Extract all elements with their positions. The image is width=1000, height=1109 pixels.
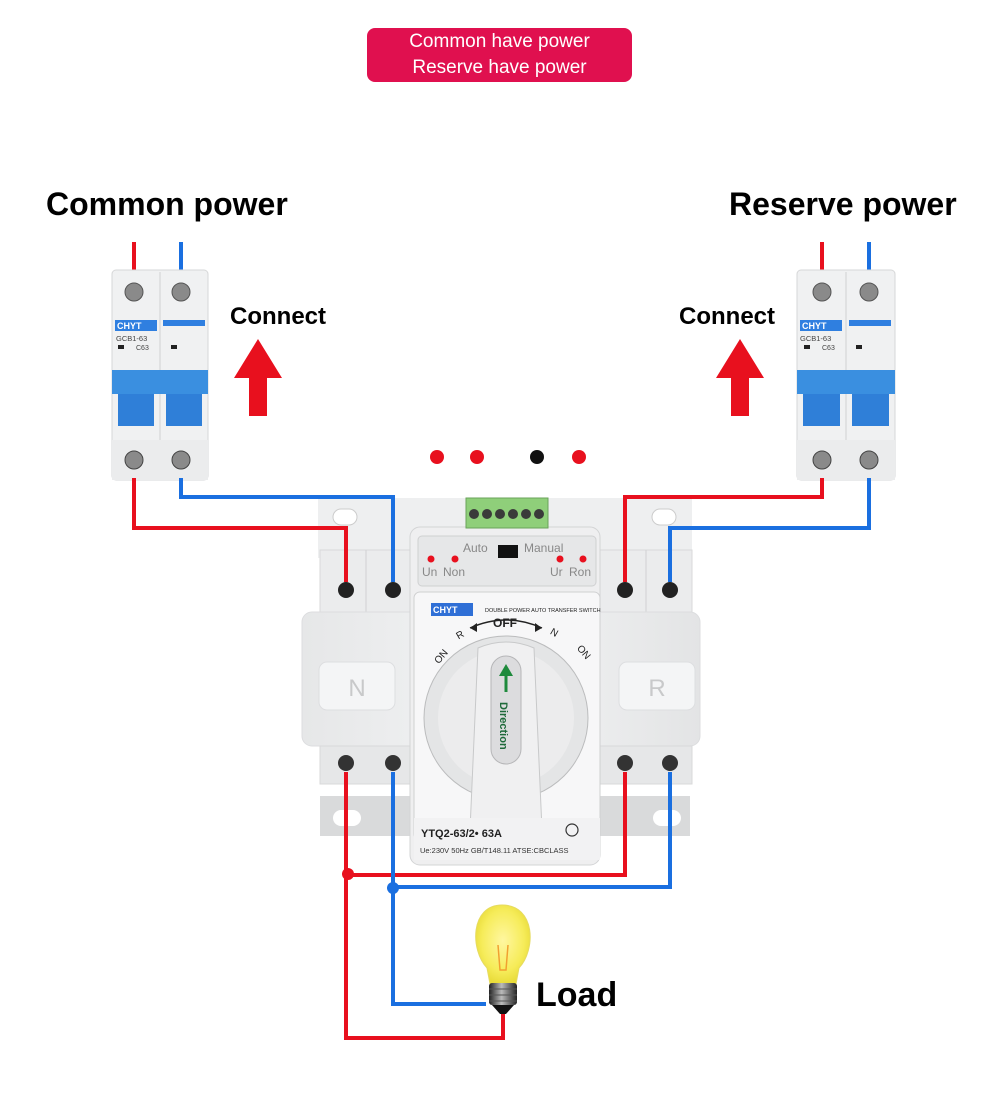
- common-breaker-model: GCB1-63: [116, 334, 147, 343]
- direction-badge: [490, 655, 522, 765]
- auto-manual-switch[interactable]: [498, 545, 518, 558]
- indicator-dot: [572, 450, 586, 464]
- reserve-wires-to-ats: [623, 478, 871, 582]
- common-input-wires: [132, 242, 183, 272]
- direction-arrow-icon: [499, 664, 513, 676]
- dial-n-label: N: [548, 627, 560, 640]
- indicator-dots: [430, 450, 586, 464]
- mode-manual-label: Manual: [524, 541, 563, 555]
- reserve-power-title: Reserve power: [729, 186, 957, 222]
- neutral-junction: [387, 882, 399, 894]
- common-power-title: Common power: [46, 186, 288, 222]
- load-label: Load: [536, 976, 618, 1014]
- direction-label: Direction: [497, 702, 509, 750]
- reserve-input-wires: [820, 242, 871, 272]
- side-label-n: N: [348, 675, 365, 702]
- reserve-breaker-rating: C63: [822, 345, 835, 352]
- ats-spec: Ue:230V 50Hz GB/T148.11 ATSE:CBCLASS: [420, 846, 569, 855]
- ats-description: DOUBLE POWER AUTO TRANSFER SWITCH: [485, 608, 601, 614]
- ccc-mark-icon: [565, 823, 579, 837]
- reserve-connect-arrow-icon: [716, 339, 764, 416]
- reserve-breaker: [796, 269, 896, 481]
- common-breaker-rating: C63: [136, 345, 149, 352]
- status-line-common: Common have power: [409, 31, 590, 52]
- mode-auto-label: Auto: [463, 541, 488, 555]
- indicator-dot: [530, 450, 544, 464]
- side-label-r: R: [648, 675, 665, 702]
- reserve-breaker-brand: CHYT: [802, 321, 827, 331]
- ats-switch-body: [301, 497, 701, 866]
- led-label-ron: Ron: [569, 565, 591, 579]
- light-bulb-icon: [475, 904, 531, 1014]
- led-label-ur: Ur: [550, 565, 563, 579]
- output-wires: [344, 772, 672, 1040]
- indicator-dot: [430, 450, 444, 464]
- ats-brand: CHYT: [433, 605, 458, 615]
- common-connect-label: Connect: [230, 303, 326, 330]
- common-breaker: [111, 269, 209, 481]
- led-label-non: Non: [443, 565, 465, 579]
- indicator-dot: [470, 450, 484, 464]
- reserve-connect-label: Connect: [679, 303, 775, 330]
- status-line-reserve: Reserve have power: [412, 57, 587, 78]
- ats-model: YTQ2-63/2• 63A: [421, 828, 502, 840]
- live-junction: [342, 868, 354, 880]
- dial-off-label: OFF: [493, 616, 517, 630]
- common-wires-to-ats: [132, 478, 395, 582]
- led-label-un: Un: [422, 565, 437, 579]
- status-banner: Common have power Reserve have power: [367, 28, 632, 82]
- dial-r-label: R: [455, 629, 467, 642]
- common-connect-arrow-icon: [234, 339, 282, 416]
- reserve-breaker-model: GCB1-63: [800, 334, 831, 343]
- common-breaker-brand: CHYT: [117, 321, 142, 331]
